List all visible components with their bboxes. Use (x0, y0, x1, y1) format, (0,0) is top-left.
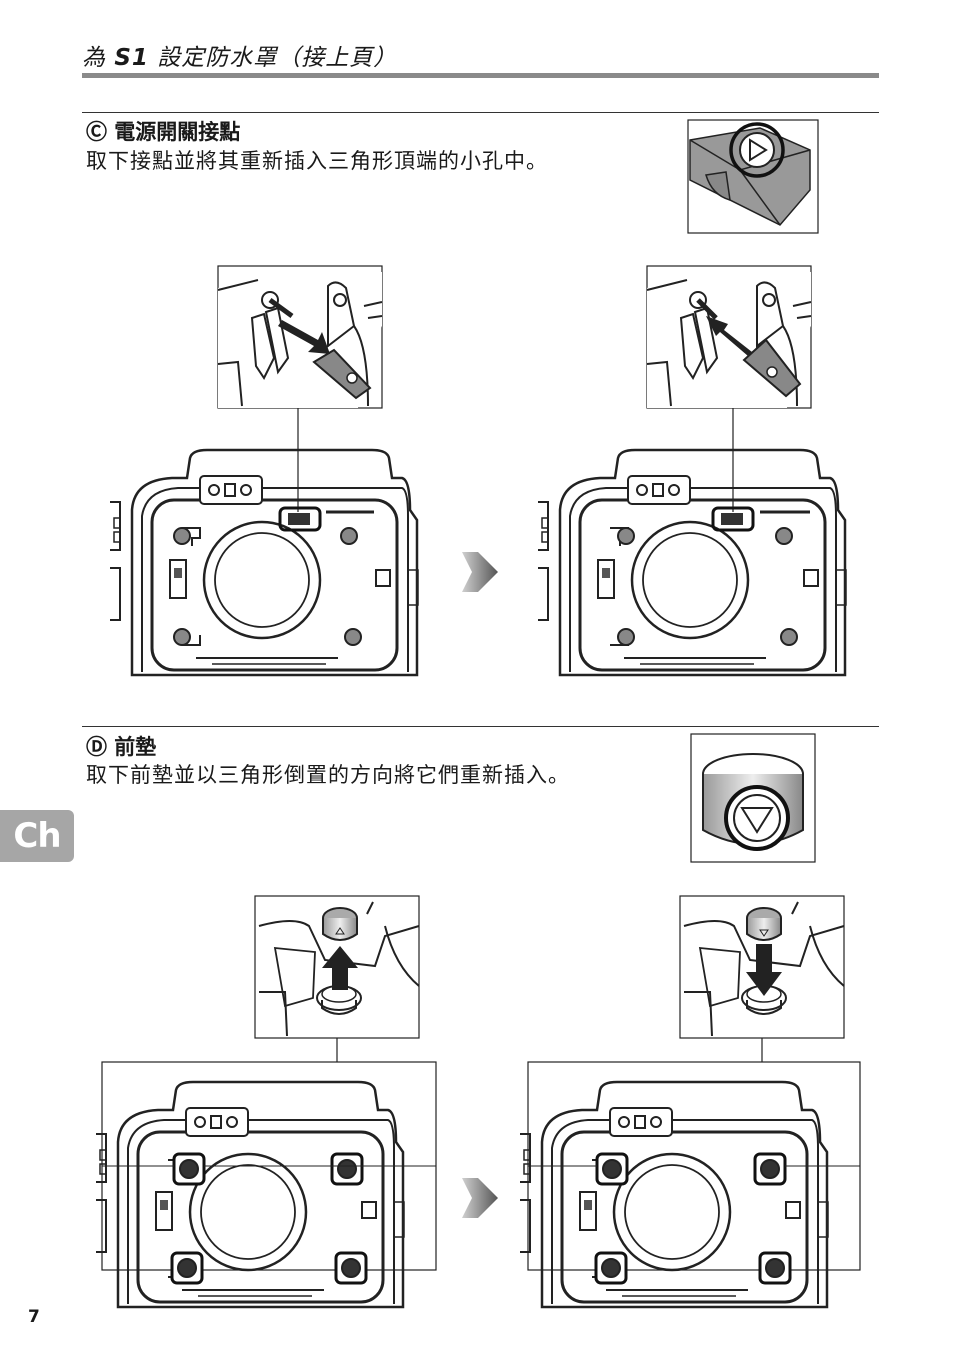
page-number: 7 (28, 1307, 40, 1327)
contact-insert-detail (646, 265, 812, 409)
title-prefix: 為 (82, 45, 106, 71)
contact-removal-detail (217, 265, 383, 409)
title-model: S1 (114, 45, 149, 71)
section-c-heading: Ⓒ 電源開關接點 (86, 120, 241, 144)
page-title: 為 S1 設定防水罩（接上頁） (82, 38, 397, 72)
section-d-icon (690, 733, 816, 863)
title-suffix: 設定防水罩（接上頁） (157, 45, 398, 71)
housing-c-before (108, 408, 420, 677)
housing-c-after (536, 408, 848, 677)
title-rule (82, 73, 879, 78)
arrow-right-icon (462, 1178, 498, 1218)
section-d-heading: Ⓓ 前墊 (86, 735, 157, 759)
housing-d-before (94, 1038, 437, 1309)
pad-insert-detail (679, 895, 845, 1039)
arrow-right-icon (462, 552, 498, 592)
pad-removal-detail (254, 895, 420, 1039)
section-c-rule (82, 112, 879, 113)
section-c-icon (687, 119, 819, 234)
section-c-body: 取下接點並將其重新插入三角形頂端的小孔中。 (86, 149, 548, 173)
housing-d-after (518, 1038, 861, 1309)
section-d-body: 取下前墊並以三角形倒置的方向將它們重新插入。 (86, 763, 570, 787)
section-d-rule (82, 726, 879, 727)
chapter-tab: Ch (0, 810, 74, 862)
